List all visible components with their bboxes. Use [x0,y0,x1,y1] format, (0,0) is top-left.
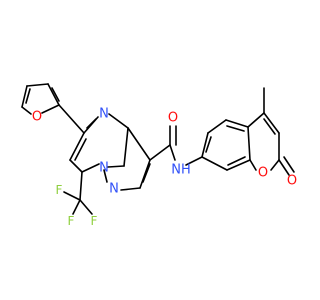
amide-oxygen-label: O [168,111,178,126]
carbonyl-oxygen-label: O [287,174,297,189]
furan-ring [21,83,60,115]
coumarin-benzene-ring [201,119,251,171]
fluorine-label-3: F [91,214,98,228]
pyrimidine-ring [69,113,129,173]
furan-pyrimidine-bond [58,104,85,134]
molecule-structure: O N N N F F F O NH O O [21,83,297,228]
furan-oxygen-label: O [32,110,42,125]
amide-nh-label: NH [171,163,191,178]
pyrazole-nitrogen-label: N [109,182,119,197]
pyranone-ring [247,112,295,176]
ring-oxygen-label: O [258,166,268,181]
amide-group [149,125,203,166]
fluorine-label-1: F [56,183,63,197]
pyrazole-ring [103,127,151,191]
pyrimidine-nitrogen-label: N [99,107,109,122]
fluorine-label-2: F [68,214,75,228]
trifluoromethyl-group [63,171,93,215]
structure-canvas: O N N N F F F O NH O O [21,83,297,228]
bridgehead-nitrogen-label: N [99,161,109,176]
